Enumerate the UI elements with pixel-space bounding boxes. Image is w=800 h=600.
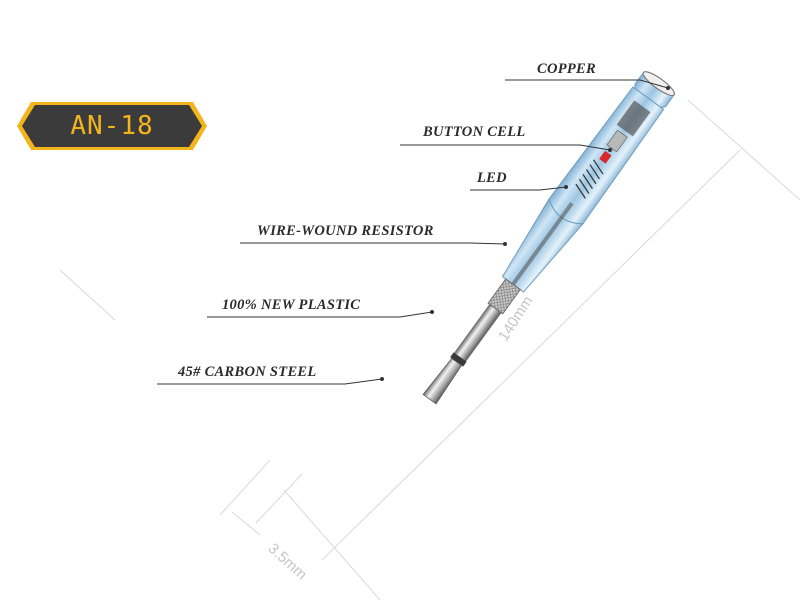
inner-rod bbox=[511, 202, 574, 286]
leader-led bbox=[470, 186, 567, 191]
callout-carbon-steel: 45# CARBON STEEL bbox=[178, 364, 317, 380]
dot-led bbox=[564, 185, 568, 189]
callout-led: LED bbox=[477, 170, 507, 186]
flat-tip bbox=[422, 357, 463, 405]
leader-plastic bbox=[207, 311, 433, 318]
resistor-coil bbox=[575, 159, 604, 199]
led-shape bbox=[599, 150, 612, 164]
dim-length-line bbox=[321, 149, 741, 561]
copper-cap bbox=[642, 71, 676, 97]
callout-copper: COPPER bbox=[537, 61, 596, 77]
dot-plastic bbox=[430, 310, 434, 314]
dot-resistor bbox=[503, 242, 507, 246]
dim-ext-bottom bbox=[283, 489, 381, 600]
callout-button-cell: BUTTON CELL bbox=[423, 124, 526, 140]
dim-ext-top bbox=[687, 99, 800, 201]
callout-plastic: 100% NEW PLASTIC bbox=[222, 297, 361, 313]
leader-button-cell bbox=[400, 144, 611, 151]
model-badge: AN-18 bbox=[17, 102, 207, 150]
dim-tip-width-line bbox=[231, 511, 261, 536]
leader-carbon-steel bbox=[157, 378, 383, 385]
shaft-ring bbox=[450, 352, 467, 367]
button-cell-shape bbox=[616, 100, 651, 137]
dim-tip-ext-left bbox=[219, 459, 271, 516]
leader-copper bbox=[505, 79, 669, 89]
leader-resistor bbox=[240, 242, 506, 245]
faint-guide-line bbox=[59, 269, 116, 321]
dim-tip-ext-right bbox=[255, 473, 303, 524]
dot-carbon-steel bbox=[380, 377, 384, 381]
dot-copper bbox=[666, 86, 670, 90]
callout-wire-wound-resistor: WIRE-WOUND RESISTOR bbox=[257, 223, 434, 239]
contact-plate bbox=[606, 129, 628, 153]
dot-button-cell bbox=[608, 148, 612, 152]
model-name: AN-18 bbox=[70, 111, 154, 141]
